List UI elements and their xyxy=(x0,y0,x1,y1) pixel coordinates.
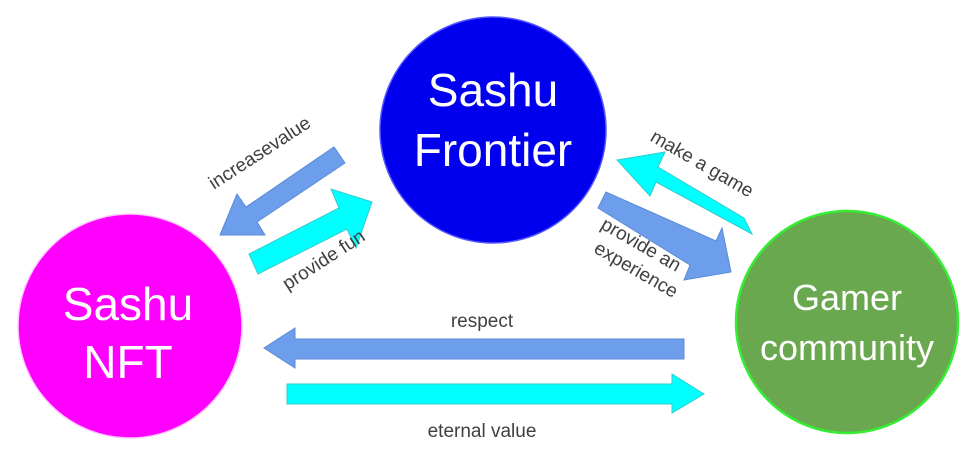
node-sashu-frontier-label-line1: Sashu xyxy=(428,64,558,116)
arrow-make-a-game xyxy=(616,151,754,236)
node-gamer-community: Gamer community xyxy=(734,209,960,435)
node-sashu-nft-circle xyxy=(17,213,243,439)
arrow-provide-fun xyxy=(248,188,373,275)
node-sashu-nft-label-line2: NFT xyxy=(83,336,172,388)
arrow-increase-value xyxy=(219,146,346,236)
node-sashu-frontier: Sashu Frontier xyxy=(379,16,607,244)
node-sashu-nft: Sashu NFT xyxy=(17,213,243,439)
arrow-provide-experience xyxy=(597,191,732,281)
edge-label-make-a-game: make a game xyxy=(647,126,757,202)
edge-label-eternal-value: eternal value xyxy=(428,421,537,442)
node-sashu-frontier-label-line2: Frontier xyxy=(414,124,572,176)
arrow-respect xyxy=(263,327,685,369)
node-gamer-community-label-line2: community xyxy=(760,327,934,368)
node-gamer-community-label-line1: Gamer xyxy=(792,277,902,318)
node-sashu-nft-label-line1: Sashu xyxy=(63,278,193,330)
node-gamer-community-circle xyxy=(734,209,960,435)
edge-label-respect: respect xyxy=(451,311,514,332)
node-sashu-frontier-circle xyxy=(379,16,607,244)
arrow-eternal-value xyxy=(286,373,705,414)
